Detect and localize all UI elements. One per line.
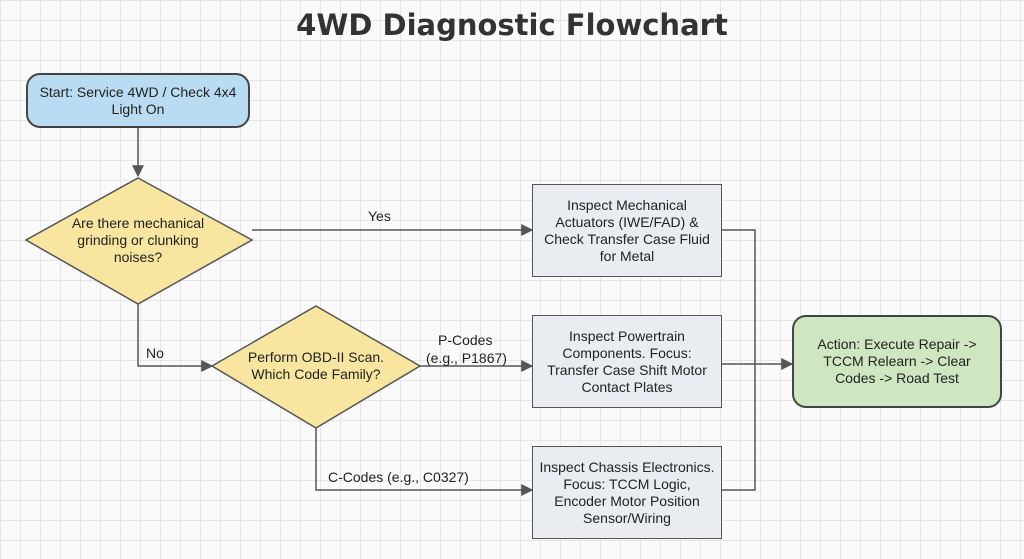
edge-c-codes	[315, 428, 534, 496]
edge-label-p-codes-example: (e.g., P1867)	[426, 350, 507, 366]
edge-label-no: No	[146, 345, 164, 361]
edge-chassis-to-action	[722, 364, 756, 491]
action-node: Action: Execute Repair -> TCCM Relearn -…	[792, 315, 1002, 408]
edge-mechanical-to-action	[722, 229, 756, 364]
mechanical-inspect-node: Inspect Mechanical Actuators (IWE/FAD) &…	[532, 184, 722, 277]
edge-label-c-codes: C-Codes (e.g., C0327)	[328, 469, 469, 485]
edge-label-p-codes: P-Codes	[438, 332, 493, 348]
decision-noises-label: Are there mechanical grinding or clunkin…	[71, 214, 205, 265]
chassis-inspect-node: Inspect Chassis Electronics. Focus: TCCM…	[532, 446, 722, 539]
powertrain-inspect-node: Inspect Powertrain Components. Focus: Tr…	[532, 315, 722, 408]
edge-label-yes: Yes	[368, 208, 391, 224]
edge-no	[137, 304, 214, 372]
decision-scan-label: Perform OBD-II Scan. Which Code Family?	[247, 349, 385, 382]
start-node: Start: Service 4WD / Check 4x4 Light On	[26, 73, 250, 128]
page-title: 4WD Diagnostic Flowchart	[296, 8, 728, 42]
